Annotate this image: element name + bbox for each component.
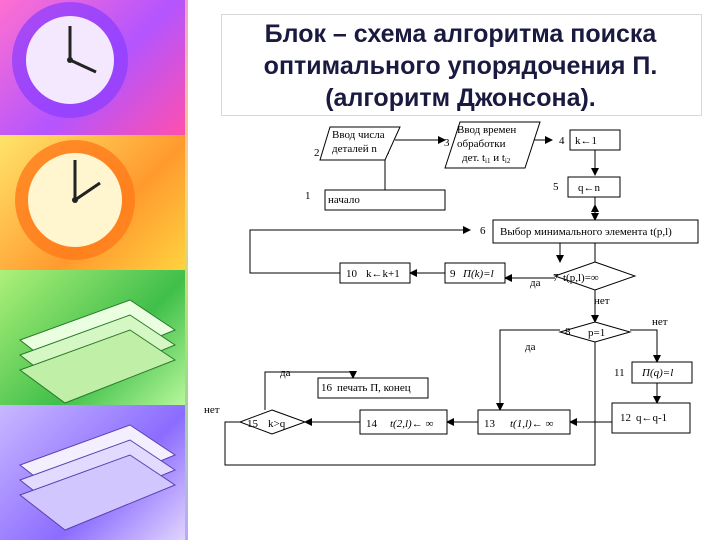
- clock-icon: [12, 2, 128, 118]
- block-9-process: 9 П(k)=l: [444, 262, 506, 284]
- block-11-text: П(q)=l: [641, 367, 673, 379]
- block-3-shape: [444, 121, 541, 169]
- block-4-shape: [569, 129, 621, 151]
- block-5-text: q←n: [578, 182, 601, 194]
- block-8-number: 8: [565, 326, 571, 338]
- book-stack-icon: [18, 299, 177, 404]
- strip-divider: [185, 0, 188, 540]
- block-15-text: k>q: [268, 418, 286, 430]
- block-13-number: 13: [484, 418, 496, 430]
- block-3-line3: дет. ti1 и ti2: [462, 152, 511, 165]
- block-16-text: печать П, конец: [337, 382, 411, 394]
- block-3-line1: Ввод времен: [457, 124, 516, 136]
- block-16-shape: [317, 377, 429, 399]
- block-2-line1: Ввод числа: [332, 129, 385, 141]
- flow-lines: [224, 136, 661, 466]
- decorative-photo-strip: [0, 0, 185, 540]
- block-13-text: t(1,l)← ∞: [510, 418, 553, 430]
- block-7-text: t(p,l)=∞: [563, 272, 599, 284]
- block-2-input: 2 Ввод числа деталей n: [314, 126, 401, 161]
- label-no-7: нет: [594, 295, 610, 307]
- block-7-shape: [553, 261, 637, 291]
- block-11-number: 11: [614, 367, 625, 379]
- block-2-number: 2: [314, 147, 320, 159]
- block-16-output: 16 печать П, конец: [317, 377, 429, 399]
- book-stack-icon: [18, 424, 177, 531]
- block-1-shape: [324, 189, 446, 211]
- block-5-number: 5: [553, 181, 559, 193]
- block-3-line2: обработки: [457, 138, 506, 150]
- block-4-text: k←1: [575, 135, 597, 147]
- block-4-number: 4: [559, 135, 565, 147]
- block-9-text: П(k)=l: [462, 268, 494, 280]
- block-3-input: 3 Ввод времен обработки дет. ti1 и ti2: [444, 121, 541, 169]
- block-15-decision: 15 k>q: [238, 409, 307, 435]
- label-yes-8: да: [525, 341, 536, 353]
- clock-orange-image: [0, 135, 185, 270]
- block-6-text: Выбор минимального элемента t(p,l): [500, 226, 672, 238]
- block-15-number: 15: [247, 418, 259, 430]
- block-11-process: 11 П(q)=l: [614, 361, 693, 384]
- block-16-number: 16: [321, 382, 333, 394]
- block-10-process: 10 k←k+1: [339, 262, 411, 284]
- block-6-shape: [492, 219, 699, 244]
- block-8-shape: [558, 321, 632, 343]
- block-12-process: 12 q←q-1: [611, 402, 691, 434]
- block-6-number: 6: [480, 225, 486, 237]
- block-7-number: 7: [553, 272, 559, 284]
- block-14-number: 14: [366, 418, 378, 430]
- block-1-start: 1 начало: [305, 189, 446, 211]
- block-12-number: 12: [620, 412, 631, 424]
- block-6-process: 6 Выбор минимального элемента t(p,l): [480, 219, 699, 244]
- label-no-15: нет: [204, 404, 220, 416]
- block-1-text: начало: [328, 194, 360, 206]
- block-10-shape: [339, 262, 411, 284]
- label-yes-15: да: [280, 367, 291, 379]
- label-no-8: нет: [652, 316, 668, 328]
- block-14-shape: [359, 409, 448, 435]
- clock-icon: [15, 140, 135, 260]
- block-13-shape: [477, 409, 571, 435]
- block-5-shape: [567, 176, 621, 198]
- block-2-shape: [319, 126, 401, 161]
- branch-labels: да нет да нет да нет: [204, 277, 668, 416]
- block-1-number: 1: [305, 190, 311, 202]
- block-4-process: 4 k←1: [559, 129, 621, 151]
- block-13-process: 13 t(1,l)← ∞: [477, 409, 571, 435]
- label-yes-7: да: [530, 277, 541, 289]
- block-9-shape: [444, 262, 506, 284]
- title-frame: [221, 14, 702, 116]
- block-5-process: 5 q←n: [553, 176, 621, 198]
- block-2-line2: деталей n: [332, 143, 377, 155]
- block-12-shape: [611, 402, 691, 434]
- block-8-decision: 8 p=1: [558, 321, 632, 343]
- books-purple-image: [0, 405, 185, 540]
- books-green-image: [0, 270, 185, 405]
- block-10-text: k←k+1: [366, 268, 400, 280]
- block-8-text: p=1: [588, 327, 605, 339]
- block-7-decision: 7 t(p,l)=∞: [553, 261, 637, 291]
- page-title: Блок – схема алгоритма поиска оптимально…: [263, 20, 658, 112]
- clock-purple-image: [0, 0, 185, 135]
- block-14-process: 14 t(2,l)← ∞: [359, 409, 448, 435]
- block-14-text: t(2,l)← ∞: [390, 418, 433, 430]
- block-9-number: 9: [450, 268, 456, 280]
- block-10-number: 10: [346, 268, 358, 280]
- block-12-text: q←q-1: [636, 412, 667, 424]
- block-3-number: 3: [444, 137, 450, 149]
- block-15-shape: [238, 409, 307, 435]
- block-11-shape: [631, 361, 693, 384]
